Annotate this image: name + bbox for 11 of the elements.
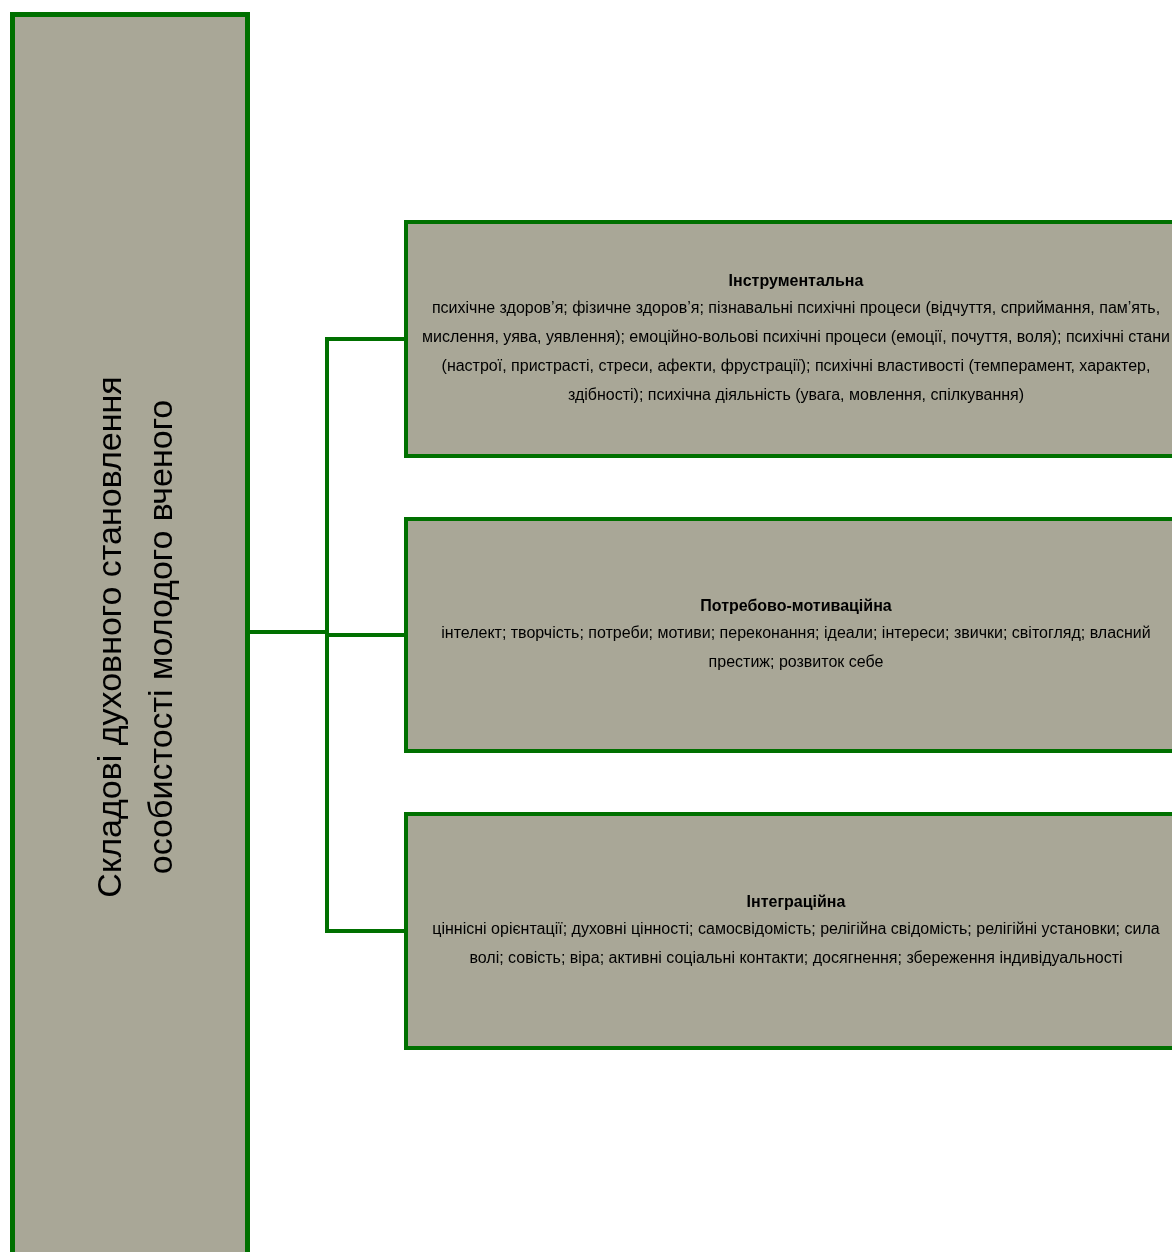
vertical-title: Складові духовного становлення особистості молодого вченого [89, 375, 180, 900]
component-box [404, 517, 1172, 753]
component-box [404, 812, 1172, 1050]
component-heading: Потребово-мотиваційна [700, 596, 892, 616]
component-description: психічне здоров’я; фізичне здоров’я; пізнавальні психічні процеси (відчуття, сприймання, пам’ять, мислення, уява, уявлення); емоційно-вольові психічні процеси (емоції, почуття, воля); психічні стани (настрої, пристрасті, стреси, афекти, фрустрації); психічні властивості (темперамент, характер, здібності); психічна діяльність (увага, мовлення, спілкування) [421, 298, 1171, 405]
vertical-title-box [10, 12, 250, 1252]
component-description: ціннісні орієнтації; духовні цінності; самосвідомість; релігійна свідомість; релігійні установки; сила волі; совість; віра; активні соціальні контакти; досягнення; збереження індивідуальності [431, 919, 1161, 968]
component-heading: Інструментальна [728, 271, 864, 291]
component-description: інтелект; творчість; потреби; мотиви; переконання; ідеали; інтереси; звички; світогляд; власний престиж; розвиток себе [440, 623, 1152, 672]
component-box [404, 220, 1172, 458]
component-heading: Інтеграційна [746, 892, 846, 912]
